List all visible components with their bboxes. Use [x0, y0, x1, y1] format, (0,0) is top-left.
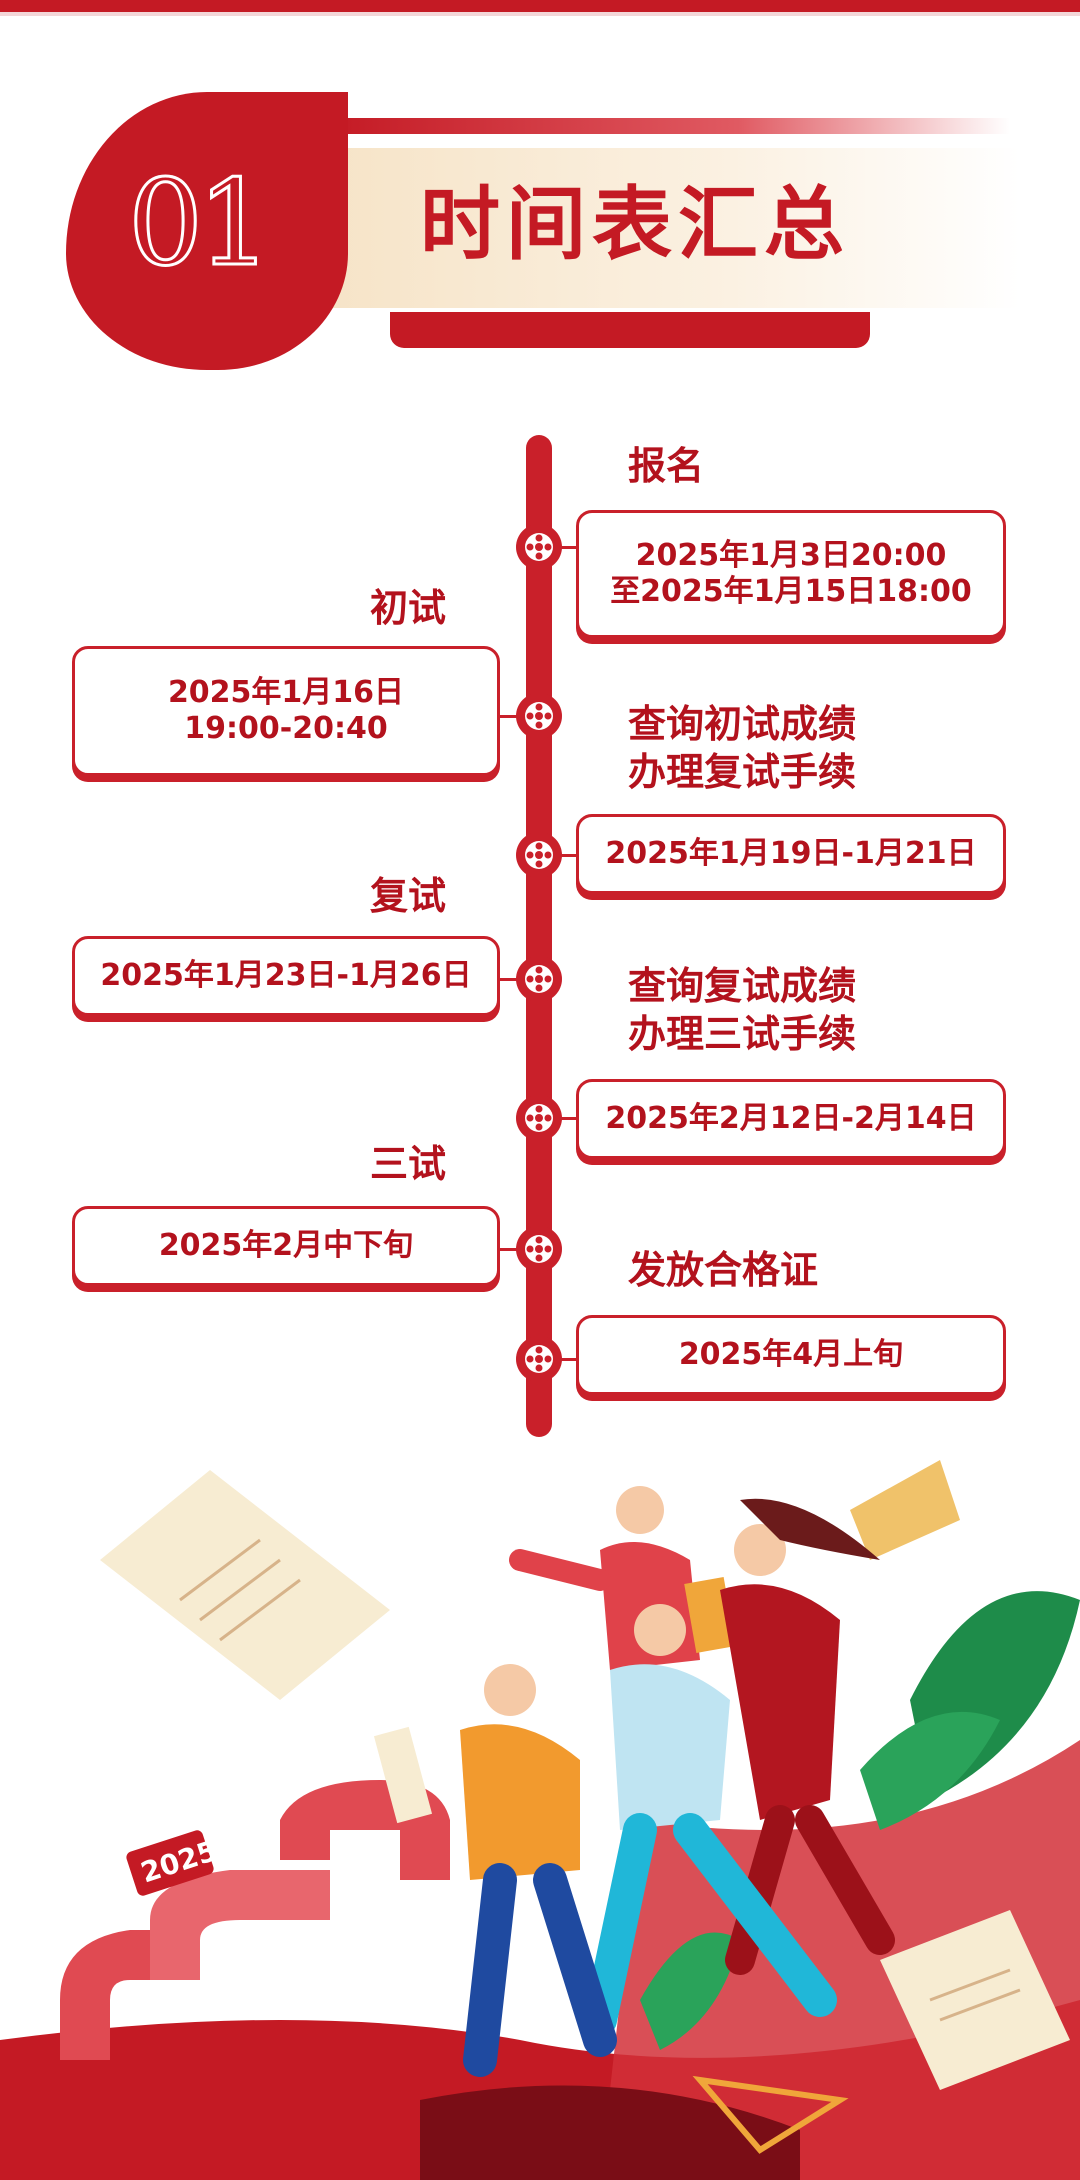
- timeline-label-initial-results: 查询初试成绩 办理复试手续: [628, 700, 856, 796]
- date-text: 2025年1月19日-1月21日: [605, 836, 977, 871]
- top-border-inner: [0, 12, 1080, 16]
- film-reel-icon: [516, 1095, 562, 1141]
- date-text: 2025年1月23日-1月26日: [100, 958, 472, 993]
- ruler-icon: [692, 2075, 849, 2154]
- date-box-certificate: 2025年4月上旬: [576, 1315, 1006, 1395]
- top-border: [0, 0, 1080, 12]
- date-box-initial-results: 2025年1月19日-1月21日: [576, 814, 1006, 894]
- section-number: 01: [127, 154, 274, 292]
- timeline-label-certificate: 发放合格证: [628, 1248, 819, 1292]
- date-text: 2025年1月16日: [167, 675, 405, 710]
- person-icon: [583, 1604, 837, 2037]
- paper-icon: [880, 1910, 1070, 2090]
- date-box-initial-exam: 2025年1月16日 19:00-20:40: [72, 646, 500, 776]
- timeline-label-third-exam: 三试: [370, 1142, 447, 1186]
- date-box-registration: 2025年1月3日20:00 至2025年1月15日18:00: [576, 510, 1006, 638]
- label-line: 查询初试成绩: [628, 702, 857, 746]
- header-band: [300, 148, 1020, 308]
- film-reel-icon: [516, 956, 562, 1002]
- date-text: 至2025年1月15日18:00: [610, 574, 972, 609]
- film-reel-icon: [516, 1226, 562, 1272]
- paper-icon: [100, 1470, 390, 1700]
- connector: [490, 715, 518, 718]
- date-text: 2025年1月3日20:00: [635, 538, 947, 573]
- date-box-second-exam: 2025年1月23日-1月26日: [72, 936, 500, 1016]
- film-reel-icon: [516, 832, 562, 878]
- date-box-second-results: 2025年2月12日-2月14日: [576, 1079, 1006, 1159]
- person-icon: [509, 1486, 736, 1670]
- date-text: 2025年4月上旬: [678, 1337, 904, 1372]
- timeline-label-initial-exam: 初试: [370, 586, 447, 630]
- person-icon: [720, 1498, 895, 1975]
- 2025-sign-decoration: 2025: [60, 1780, 450, 2060]
- date-box-third-exam: 2025年2月中下旬: [72, 1206, 500, 1286]
- page-title: 时间表汇总: [420, 178, 850, 271]
- connector: [490, 978, 518, 981]
- timeline-axis: [526, 435, 552, 1437]
- header-underline: [390, 312, 870, 348]
- film-reel-icon: [516, 524, 562, 570]
- connector: [490, 1248, 518, 1251]
- timeline-label-second-results: 查询复试成绩 办理三试手续: [628, 962, 856, 1058]
- timeline-label-registration: 报名: [628, 444, 705, 488]
- label-line: 办理复试手续: [628, 750, 857, 794]
- label-line: 办理三试手续: [628, 1012, 857, 1056]
- header-stripe: [330, 118, 1010, 134]
- film-reel-icon: [516, 1336, 562, 1382]
- leaf-icon: [640, 1591, 1080, 2050]
- label-line: 查询复试成绩: [628, 964, 857, 1008]
- person-icon: [373, 1664, 617, 2077]
- date-text: 2025年2月12日-2月14日: [605, 1101, 977, 1136]
- film-reel-icon: [516, 693, 562, 739]
- date-text: 19:00-20:40: [184, 711, 388, 746]
- running-students-illustration: 2025: [0, 1460, 1080, 2180]
- header-badge: [66, 92, 348, 370]
- date-text: 2025年2月中下旬: [158, 1228, 414, 1263]
- timeline-label-second-exam: 复试: [370, 874, 447, 918]
- paper-icon: [850, 1460, 960, 1560]
